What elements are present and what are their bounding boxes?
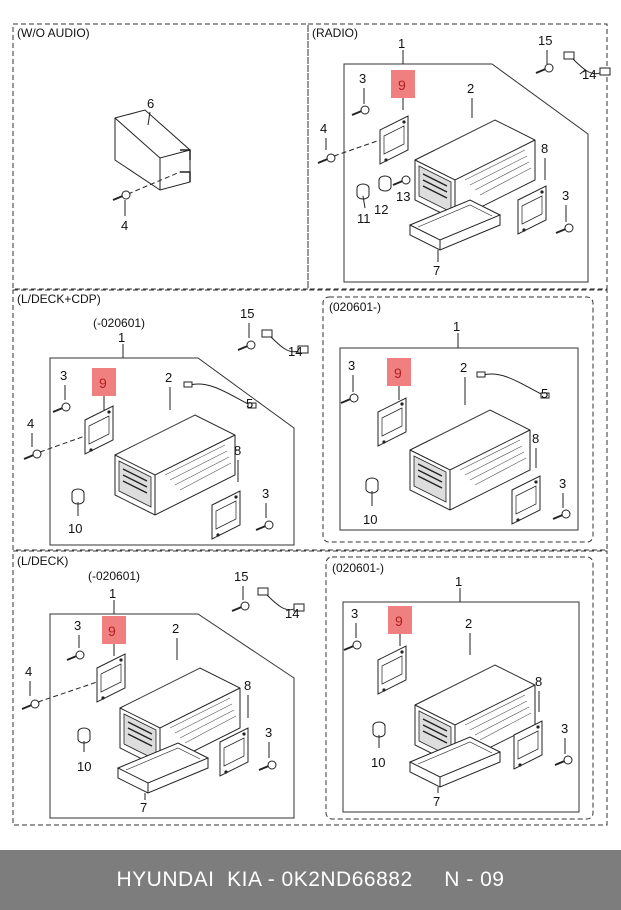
callout-10-cdp: 10 <box>68 521 82 536</box>
callout-11: 11 <box>357 211 371 226</box>
callout-2-cdp: 2 <box>165 370 172 385</box>
callout-1: 1 <box>398 36 405 51</box>
section-frame-ldeck-new <box>325 556 594 820</box>
callout-4: 4 <box>121 218 128 233</box>
section-title-ldeck-cdp: (L/DECK+CDP) <box>17 292 101 306</box>
callout-9: 9 <box>398 77 406 93</box>
callout-9-cdp: 9 <box>99 375 107 391</box>
callout-6: 6 <box>147 96 154 111</box>
callout-3b-cdp: 3 <box>262 486 269 501</box>
blank-cover-part <box>114 109 191 191</box>
callout-7-ldeck: 7 <box>140 800 147 815</box>
callout-3b-ldeck: 3 <box>265 725 272 740</box>
highlight-box-9-ldeck-new <box>388 606 412 634</box>
section-title-radio: (RADIO) <box>312 26 358 40</box>
highlight-box-9 <box>391 70 415 98</box>
section-title-ldeck-cdp-new: (020601-) <box>329 300 381 314</box>
section-frame-ldeck-cdp-new <box>322 296 594 543</box>
callout-8-ldeck-new: 8 <box>535 674 542 689</box>
parts-diagram: (W/O AUDIO) 6 4 (RADIO) 1 15 14 9 3 2 4 … <box>12 23 611 826</box>
callout-3-cdp: 3 <box>60 368 67 383</box>
highlight-box-9-cdp <box>92 368 116 396</box>
callout-3b: 3 <box>562 188 569 203</box>
callout-5-cdp: 5 <box>246 396 253 411</box>
callout-2-ldeck: 2 <box>172 621 179 636</box>
callout-1-ldeck-new: 1 <box>455 574 462 589</box>
section-frame-radio <box>307 23 608 290</box>
callout-14-ldeck: 14 <box>285 606 299 621</box>
callout-3b-ldeck-new: 3 <box>561 721 568 736</box>
callout-3: 3 <box>359 71 366 86</box>
callout-4b: 4 <box>320 121 327 136</box>
callout-10-ldeck-new: 10 <box>371 755 385 770</box>
callout-9-cdp-new: 9 <box>394 365 402 381</box>
callout-5-cdp-new: 5 <box>541 386 548 401</box>
callout-2-cdp-new: 2 <box>460 360 467 375</box>
callout-15: 15 <box>538 33 552 48</box>
callout-15-ldeck: 15 <box>234 569 248 584</box>
callout-8-cdp-new: 8 <box>532 431 539 446</box>
callout-15-cdp: 15 <box>240 306 254 321</box>
section-frame-ldeck-cdp <box>12 289 608 551</box>
footer-part-number: HYUNDAI KIA - 0K2ND66882 N - 09 <box>116 868 505 891</box>
callout-9-ldeck-new: 9 <box>395 613 403 629</box>
callout-3-ldeck: 3 <box>74 618 81 633</box>
callout-14: 14 <box>582 67 596 82</box>
callout-1-cdp-new: 1 <box>453 319 460 334</box>
callout-7: 7 <box>433 263 440 278</box>
section-title-wo-audio: (W/O AUDIO) <box>17 26 90 40</box>
callout-13: 13 <box>396 189 410 204</box>
callout-10-ldeck: 10 <box>77 759 91 774</box>
highlight-box-9-ldeck <box>102 616 126 644</box>
section-title-ldeck: (L/DECK) <box>17 554 68 568</box>
callout-12: 12 <box>374 202 388 217</box>
callout-3-ldeck-new: 3 <box>351 606 358 621</box>
callout-8: 8 <box>541 141 548 156</box>
callout-4-ldeck: 4 <box>25 664 32 679</box>
section-subtitle-ldeck: (-020601) <box>88 569 140 583</box>
callout-3b-cdp-new: 3 <box>559 476 566 491</box>
highlight-box-9-cdp-new <box>387 358 411 386</box>
callout-8-ldeck: 8 <box>244 678 251 693</box>
callout-2: 2 <box>467 81 474 96</box>
callout-1-ldeck: 1 <box>109 586 116 601</box>
section-subtitle-ldeck-cdp: (-020601) <box>93 316 145 330</box>
callout-2-ldeck-new: 2 <box>465 616 472 631</box>
callout-9-ldeck: 9 <box>108 623 116 639</box>
callout-4-cdp: 4 <box>27 416 34 431</box>
callout-1-cdp: 1 <box>118 330 125 345</box>
section-frame-ldeck <box>12 550 608 826</box>
callout-10-cdp-new: 10 <box>363 512 377 527</box>
callout-3-cdp-new: 3 <box>348 358 355 373</box>
footer-bar: HYUNDAI KIA - 0K2ND66882 N - 09 <box>0 850 621 910</box>
callout-7-ldeck-new: 7 <box>433 794 440 809</box>
section-title-ldeck-new: (020601-) <box>332 561 384 575</box>
callout-8-cdp: 8 <box>234 443 241 458</box>
callout-14-cdp: 14 <box>288 344 302 359</box>
